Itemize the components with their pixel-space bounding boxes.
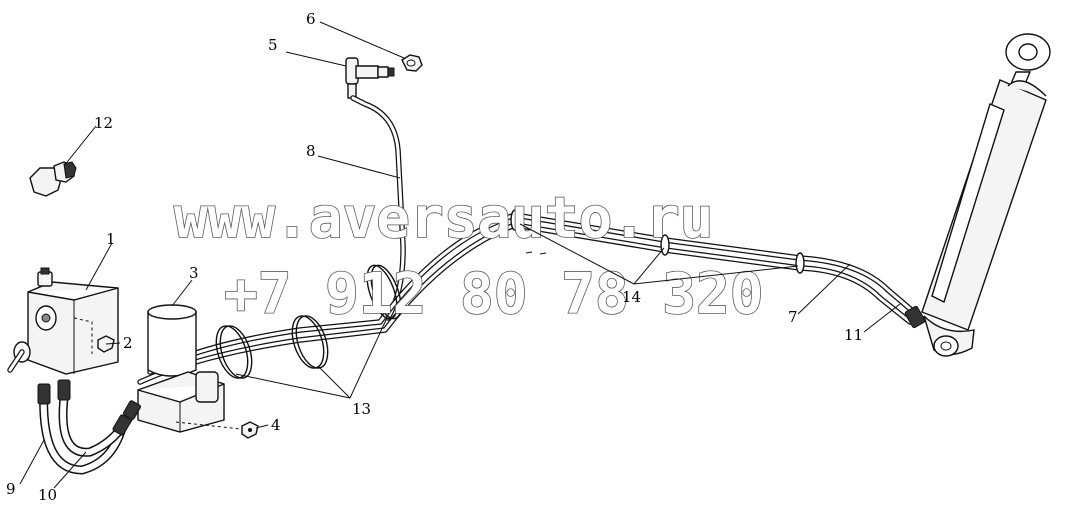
fitting-part-12 [29, 161, 77, 197]
pipe-coils-part-13 [215, 264, 402, 379]
callout-5: 5 [268, 36, 278, 54]
callout-11: 11 [844, 326, 863, 344]
callout-14: 14 [622, 288, 641, 306]
bolt-part-4 [241, 421, 259, 439]
callout-3: 3 [189, 264, 199, 282]
nut-part-6 [401, 54, 423, 72]
callout-13: 13 [352, 400, 371, 418]
callout-7: 7 [788, 308, 798, 326]
callout-6: 6 [306, 10, 316, 28]
callout-2: 2 [123, 334, 133, 352]
pump-motor-housing [137, 371, 251, 433]
watermark: www.aversauto.ru +7 912 80 78 320 [173, 185, 764, 328]
callout-10: 10 [38, 486, 57, 504]
callout-4: 4 [271, 416, 281, 434]
leader-lines [19, 21, 901, 489]
hydraulic-cylinder [904, 33, 1051, 357]
reservoir-part-3 [147, 304, 197, 377]
callout-9: 9 [6, 480, 16, 498]
callout-12: 12 [94, 114, 113, 132]
watermark-phone: +7 912 80 78 320 [224, 262, 763, 327]
tee-fitting-part-5 [345, 57, 395, 99]
watermark-url: www.aversauto.ru [174, 186, 713, 251]
hoses-parts-9-10 [37, 379, 141, 475]
valve-block-part-1 [7, 267, 119, 375]
pipe-clamps [510, 209, 805, 274]
callout-1: 1 [106, 230, 116, 248]
callout-8: 8 [306, 142, 316, 160]
callout-labels: 1 2 3 4 5 6 7 8 9 10 11 12 13 14 [6, 10, 863, 504]
